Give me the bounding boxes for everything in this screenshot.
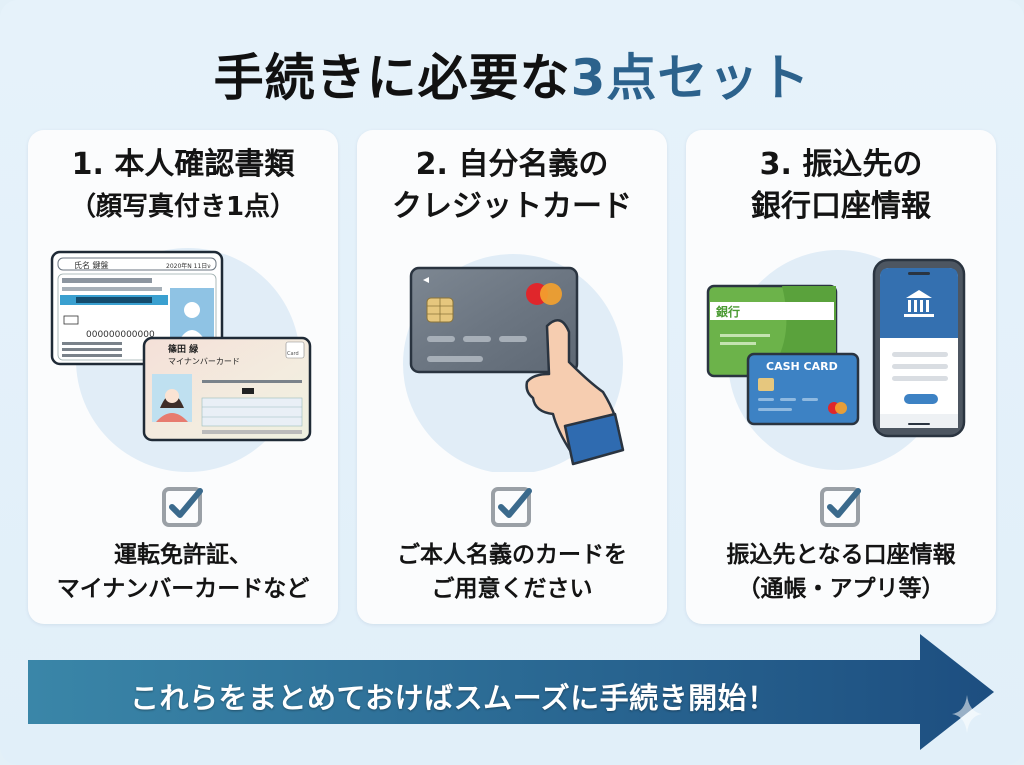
banner-message: これらをまとめておけばスムーズに手続き開始！ <box>130 681 777 715</box>
my-number-card-icon: 篠田 緑 マイナンバーカード Card <box>142 336 312 442</box>
title-accent: 3点セット <box>570 49 811 107</box>
checkbox-checked-icon <box>491 487 532 527</box>
card-heading: 2. 自分名義の クレジットカード <box>357 144 667 228</box>
card-credit-card: 2. 自分名義の クレジットカード <box>357 130 667 624</box>
card-description-line2: （通帳・アプリ等） <box>737 576 945 602</box>
card-heading: 3. 振込先の 銀行口座情報 <box>686 144 996 228</box>
title-main: 手続きに必要な <box>213 49 571 107</box>
card-heading-line1: 3. 振込先の <box>759 147 923 182</box>
card-description: ご本人名義のカードを ご用意ください <box>357 538 667 606</box>
card-description-line2: マイナンバーカードなど <box>56 576 310 602</box>
id-cards-illustration: 氏名 鍵盤 2020年N 11日ν 000000000000 <box>50 248 312 472</box>
credit-card-icon <box>409 266 579 374</box>
svg-text:マイナンバーカード: マイナンバーカード <box>168 357 240 366</box>
card-description-line1: 運転免許証、 <box>114 542 252 568</box>
svg-text:氏名 鍵盤: 氏名 鍵盤 <box>74 260 109 270</box>
drivers-license-icon: 氏名 鍵盤 2020年N 11日ν 000000000000 <box>50 250 224 366</box>
arrow-right-icon <box>28 634 994 750</box>
credit-card-in-hand-illustration <box>403 254 625 472</box>
card-heading-line2: クレジットカード <box>392 189 632 224</box>
card-description-line2: ご用意ください <box>431 576 593 602</box>
svg-text:Card: Card <box>287 351 299 357</box>
card-heading-line2: 銀行口座情報 <box>751 189 931 224</box>
card-bank-account: 3. 振込先の 銀行口座情報 銀行 CASH CARD <box>686 130 996 624</box>
card-heading-line2: （顔写真付き1点） <box>69 192 297 222</box>
card-heading-line1: 2. 自分名義の <box>415 147 609 182</box>
card-heading: 1. 本人確認書類 （顔写真付き1点） <box>28 144 338 228</box>
card-description-line1: ご本人名義のカードを <box>397 542 627 568</box>
hand-icon <box>525 319 625 466</box>
svg-text:000000000000: 000000000000 <box>86 330 155 340</box>
sparkle-icon <box>952 695 982 733</box>
svg-text:銀行: 銀行 <box>715 304 740 319</box>
bankbook-cashcard-phone-illustration: 銀行 CASH CARD <box>706 250 966 470</box>
cash-card-icon: CASH CARD <box>746 352 860 426</box>
page-title: 手続きに必要な3点セット <box>0 38 1024 110</box>
card-description: 運転免許証、 マイナンバーカードなど <box>28 538 338 606</box>
smartphone-banking-icon <box>872 258 966 438</box>
card-description: 振込先となる口座情報 （通帳・アプリ等） <box>686 538 996 606</box>
svg-text:篠田 緑: 篠田 緑 <box>168 343 199 355</box>
checkbox-checked-icon <box>820 487 861 527</box>
card-identity-document: 1. 本人確認書類 （顔写真付き1点） 氏名 鍵盤 2020年N 11日ν 00… <box>28 130 338 624</box>
svg-text:CASH CARD: CASH CARD <box>766 360 838 373</box>
checkbox-checked-icon <box>162 487 203 527</box>
card-description-line1: 振込先となる口座情報 <box>726 542 956 568</box>
card-heading-line1: 1. 本人確認書類 <box>71 147 295 182</box>
svg-text:2020年N 11日ν: 2020年N 11日ν <box>166 262 211 270</box>
